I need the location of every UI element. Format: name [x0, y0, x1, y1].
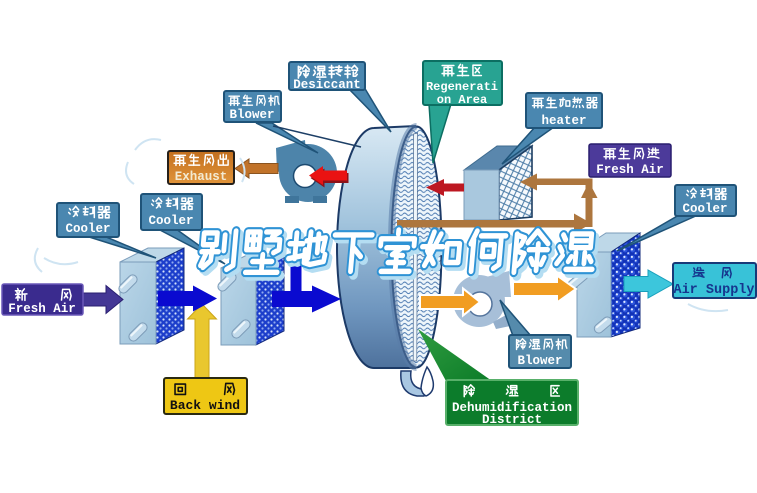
svg-text:Dehumidification: Dehumidification	[452, 401, 572, 415]
svg-text:heater: heater	[541, 114, 586, 128]
svg-text:Blower: Blower	[229, 108, 274, 122]
svg-text:Back wind: Back wind	[170, 398, 240, 413]
svg-text:District: District	[482, 413, 542, 427]
svg-text:Fresh Air: Fresh Air	[8, 302, 76, 316]
svg-text:Blower: Blower	[517, 354, 562, 368]
svg-text:Cooler: Cooler	[65, 222, 110, 236]
svg-text:Air Supply: Air Supply	[673, 283, 754, 298]
svg-text:Desiccant: Desiccant	[293, 78, 361, 92]
svg-text:Cooler: Cooler	[682, 202, 727, 216]
svg-text:Cooler: Cooler	[148, 214, 193, 228]
svg-text:Regenerati: Regenerati	[426, 80, 498, 94]
svg-text:Exhaust: Exhaust	[175, 170, 228, 184]
svg-text:Fresh Air: Fresh Air	[596, 163, 664, 177]
svg-text:on Area: on Area	[437, 93, 487, 107]
